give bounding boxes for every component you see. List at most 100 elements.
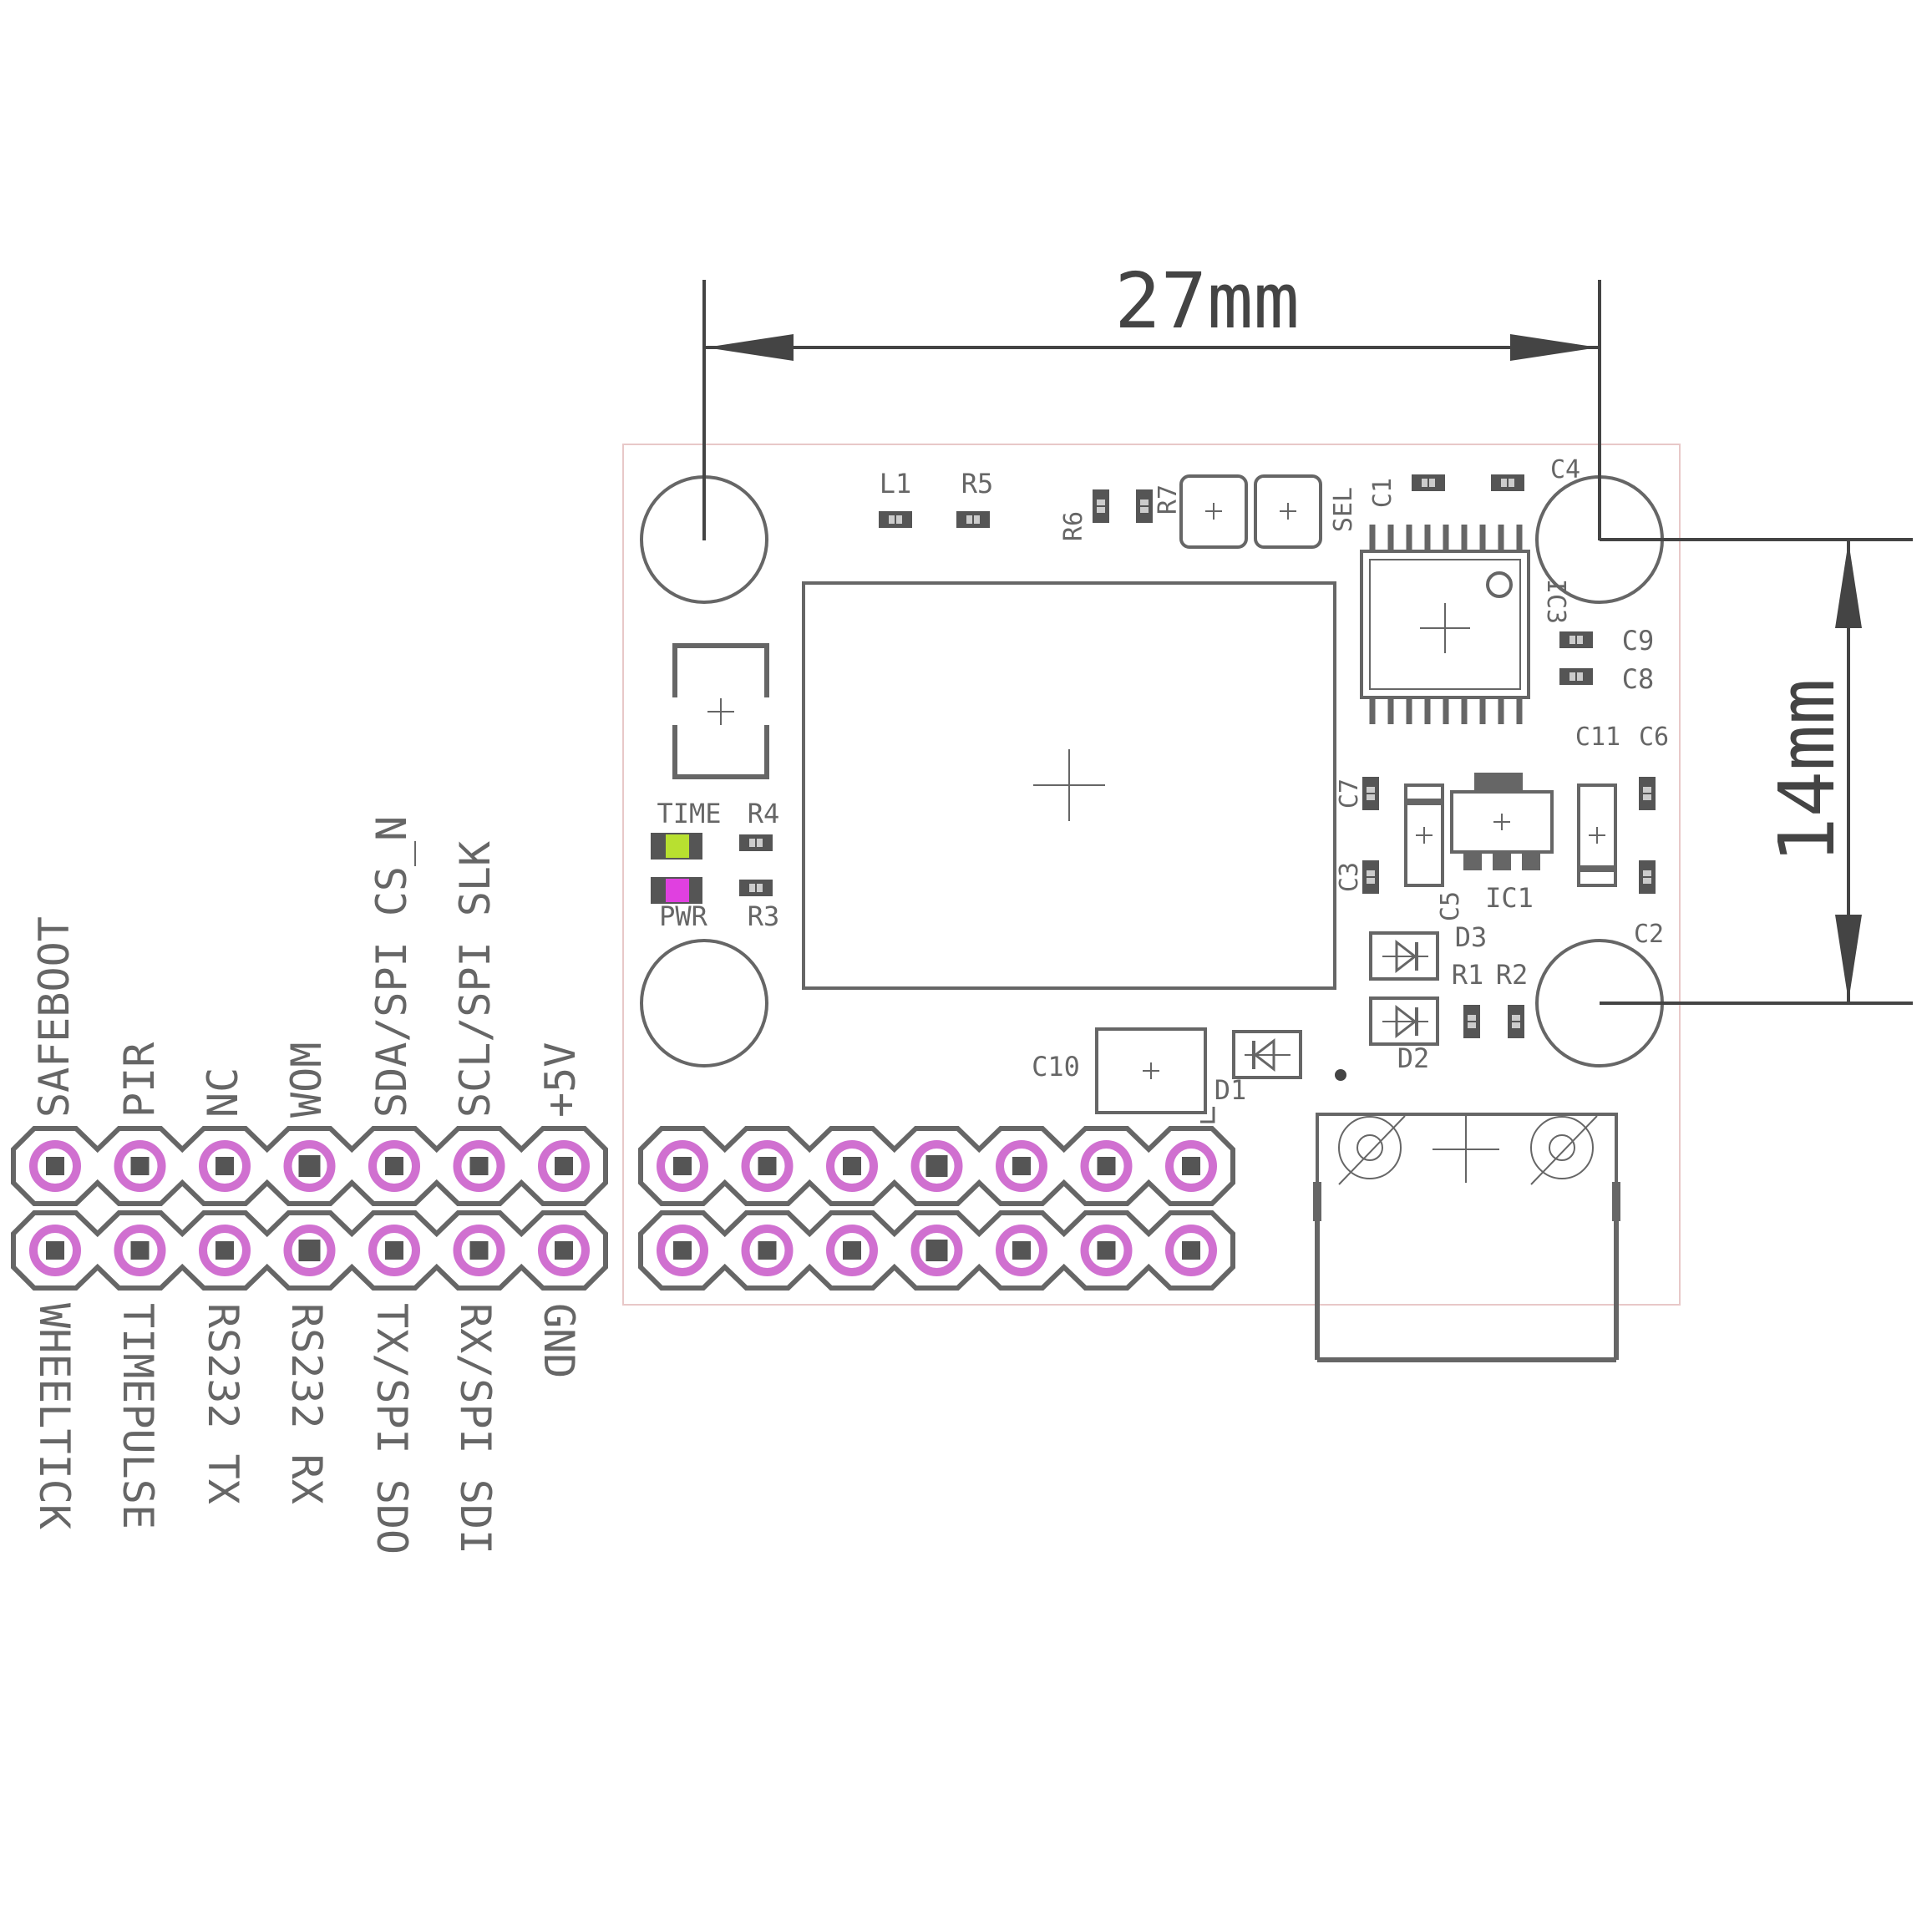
header-0-pad-0-2	[199, 1140, 251, 1192]
pin-label-bottom-7: GND	[535, 1303, 583, 1378]
label-c11: C11	[1575, 723, 1620, 752]
smd-pad-v-0	[1093, 489, 1109, 523]
label-c3: C3	[1335, 862, 1364, 892]
c10-cap	[1095, 1027, 1215, 1123]
smd-pad-h-6	[739, 834, 773, 851]
header-0-pad-1-6	[538, 1225, 590, 1276]
smd-pad-v-6	[1463, 1005, 1480, 1038]
tantalum-caps	[1404, 783, 1617, 887]
label-c1: C1	[1368, 478, 1397, 508]
header-1-pad-0-5	[1080, 1140, 1133, 1192]
header-1-pad-0-0	[657, 1140, 708, 1192]
header-1-pad-1-5	[1080, 1225, 1133, 1276]
pin-label-bottom-4: RS232 RX	[282, 1303, 331, 1504]
smd-pad-h-1	[956, 511, 990, 528]
pin-label-top-3: NC	[199, 1067, 247, 1118]
ic1-chip	[1450, 790, 1554, 854]
pin-label-bottom-2: TIMEPULSE	[114, 1303, 162, 1529]
pin-labels: SAFEBOOT PIR NC WOM SDA/SPI CS_N SCL/SPI…	[30, 816, 585, 1554]
usb-connector	[1313, 1113, 1620, 1362]
label-c10: C10	[1032, 1051, 1080, 1083]
left-bracket-component	[672, 643, 769, 779]
pin-label-top-1: SAFEBOOT	[30, 916, 79, 1118]
label-r7: R7	[1154, 484, 1183, 515]
smd-pad-h-5	[1559, 668, 1593, 685]
pin-label-top-2: PIR	[115, 1042, 164, 1118]
led-time-indicator	[666, 834, 689, 858]
mounting-hole-bottom-left	[640, 939, 768, 1067]
header-0-pad-1-3	[283, 1225, 336, 1276]
label-d3: D3	[1455, 921, 1488, 953]
label-r5: R5	[961, 468, 994, 499]
smd-pad-v-7	[1508, 1005, 1524, 1038]
label-d2: D2	[1397, 1042, 1430, 1074]
header-1-pad-0-2	[826, 1140, 878, 1192]
header-0-pad-0-3	[283, 1140, 336, 1192]
pin-label-bottom-3: RS232 TX	[199, 1303, 247, 1504]
header-1-row-1-outline	[638, 1210, 1235, 1291]
height-dimension	[1600, 538, 1913, 1005]
pin-label-bottom-1: WHEELTICK	[30, 1303, 79, 1529]
pin1-marker-dot	[1335, 1069, 1346, 1081]
header-0-pad-0-0	[29, 1140, 81, 1192]
header-0-pad-1-4	[368, 1225, 420, 1276]
label-c8: C8	[1622, 663, 1655, 695]
header-1-pad-0-3	[910, 1140, 963, 1192]
ic1-pins	[1463, 773, 1540, 870]
smd-pad-v-2	[1362, 777, 1379, 810]
header-0-pad-0-6	[538, 1140, 590, 1192]
label-c2: C2	[1634, 920, 1664, 949]
header-1-pad-0-1	[741, 1140, 794, 1192]
width-dimension-label: 27mm	[1114, 256, 1300, 346]
header-1-pad-1-3	[910, 1225, 963, 1276]
pin-label-bottom-5: TX/SPI SDO	[368, 1303, 416, 1554]
led-pwr-indicator	[666, 879, 689, 902]
ic3-pins	[1369, 525, 1523, 724]
label-time: TIME	[657, 798, 721, 829]
label-d1: D1	[1214, 1074, 1247, 1106]
label-r3: R3	[748, 900, 780, 932]
label-sel: SEL	[1329, 487, 1358, 532]
header-1-pad-1-2	[826, 1225, 878, 1276]
component-labels: L1 R5 R6 R7 SEL C1 C4 IC3 C9 C8 C11 C6 C…	[657, 455, 1669, 1106]
header-0-pad-0-5	[453, 1140, 505, 1192]
header-0-pad-0-1	[114, 1140, 166, 1192]
pin-label-bottom-6: RX/SPI SDI	[451, 1303, 499, 1554]
header-0-pad-0-4	[368, 1140, 420, 1192]
board-outline	[622, 444, 1681, 1306]
smd-pad-h-0	[879, 511, 912, 528]
header-1-pad-1-6	[1165, 1225, 1217, 1276]
label-pwr: PWR	[659, 900, 708, 932]
main-module	[802, 581, 1336, 990]
pin-label-top-5: SDA/SPI CS_N	[368, 816, 416, 1118]
pin-headers	[11, 1126, 1235, 1291]
label-r2: R2	[1496, 959, 1529, 991]
header-0-pad-1-1	[114, 1225, 166, 1276]
smd-pad-h-3	[1491, 474, 1524, 491]
header-1-pad-1-0	[657, 1225, 708, 1276]
label-r6: R6	[1059, 511, 1088, 541]
header-1-pad-1-1	[741, 1225, 794, 1276]
header-0-pad-1-2	[199, 1225, 251, 1276]
status-leds	[651, 833, 702, 904]
pin-label-top-6: SCL/SPI SLK	[451, 841, 499, 1118]
smd-pad-v-4	[1639, 777, 1656, 810]
smd-pad-h-7	[739, 880, 773, 896]
ic3-chip	[1360, 550, 1530, 699]
label-r1: R1	[1452, 959, 1484, 991]
header-1-pad-0-4	[996, 1140, 1047, 1192]
smd-components	[739, 474, 1656, 1038]
header-1	[638, 1126, 1235, 1291]
height-dimension-label: 14mm	[1762, 678, 1852, 864]
label-ic1: IC1	[1485, 882, 1534, 914]
label-c6: C6	[1639, 723, 1669, 752]
label-ic3: IC3	[1541, 579, 1570, 624]
smd-pad-v-1	[1136, 489, 1153, 523]
diodes	[1232, 931, 1439, 1079]
header-1-pad-1-4	[996, 1225, 1047, 1276]
header-0-row-1-outline	[11, 1210, 608, 1291]
header-0-pad-1-5	[453, 1225, 505, 1276]
header-0-pad-1-0	[29, 1225, 81, 1276]
push-buttons	[1179, 474, 1322, 549]
